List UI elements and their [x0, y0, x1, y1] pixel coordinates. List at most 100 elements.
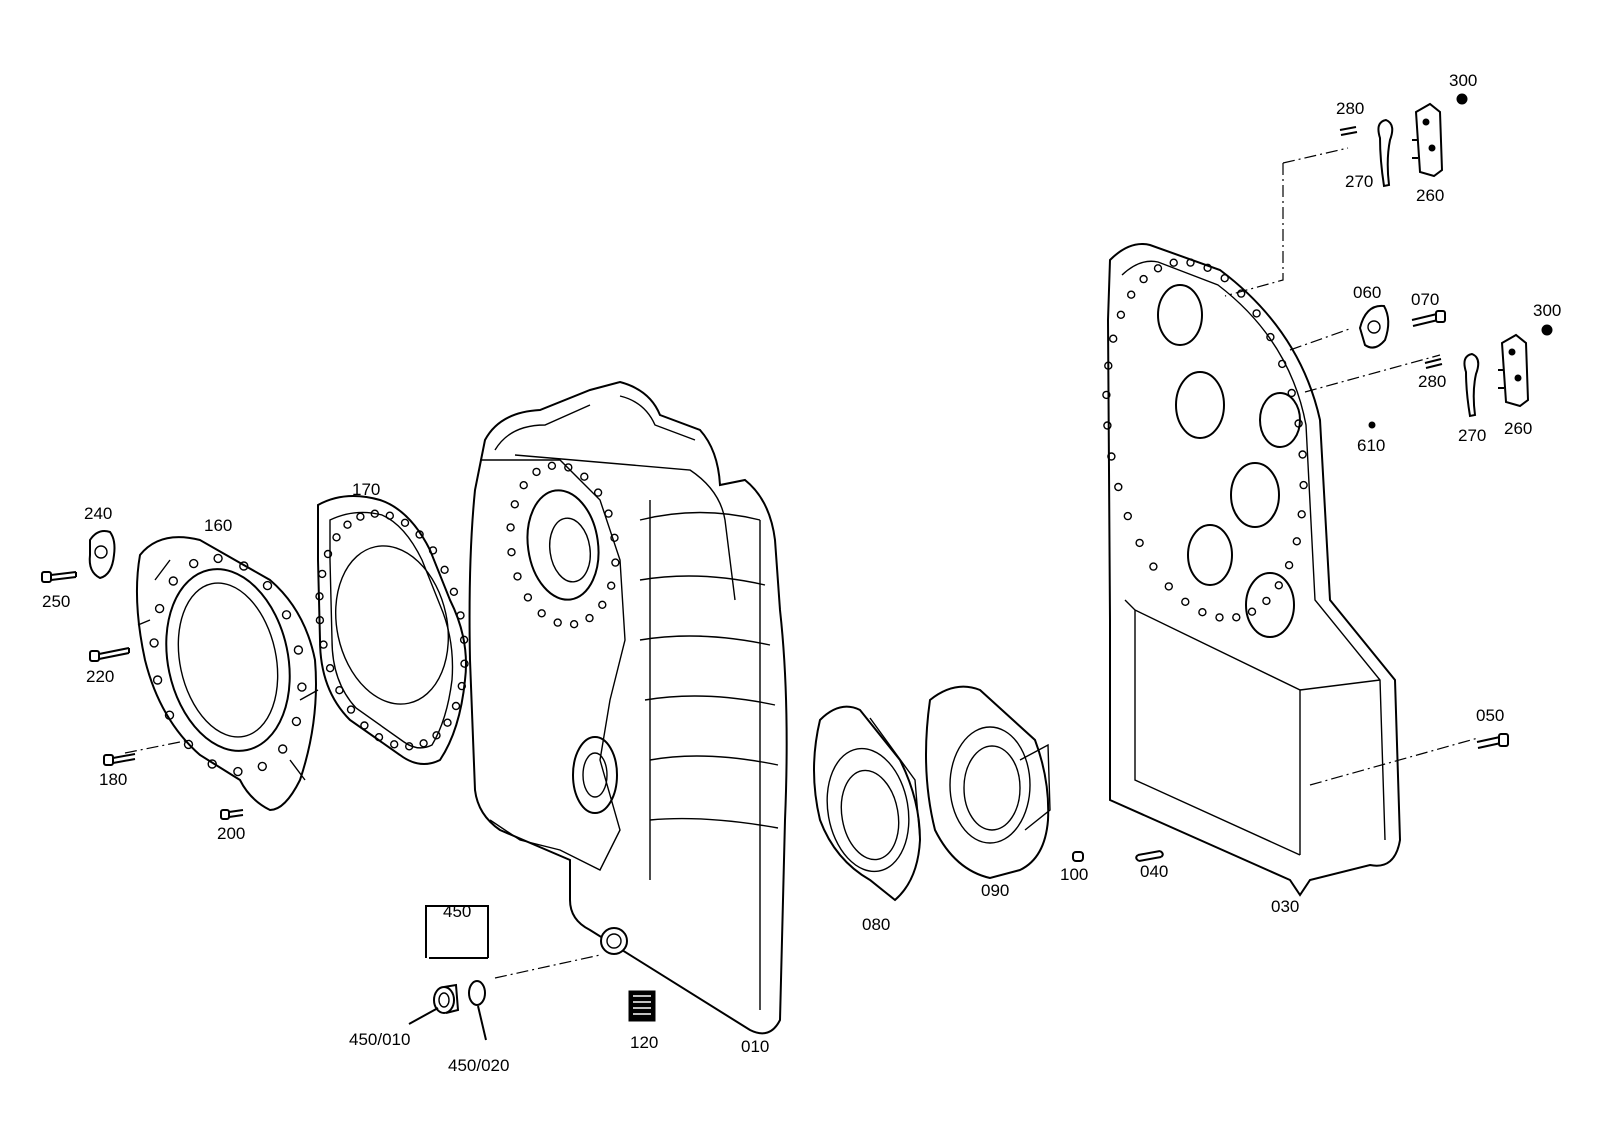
label-260-top: 260 [1416, 186, 1445, 205]
bolt-hole [390, 740, 399, 749]
label-160: 160 [204, 516, 233, 535]
bolt-hole [432, 731, 441, 740]
bolt-hole [537, 609, 546, 618]
bolt-hole [405, 742, 414, 751]
bolt-hole [569, 620, 579, 629]
bolt-hole [1135, 538, 1144, 548]
bolt-hole [281, 610, 292, 620]
gasket-170 [315, 495, 469, 765]
cover-160 [135, 536, 319, 812]
label-450-020: 450/020 [448, 1056, 510, 1075]
bolt-hole [168, 576, 179, 586]
bolt-hole [257, 761, 267, 772]
bolt-hole [400, 518, 410, 527]
bolt-hole [291, 716, 302, 727]
shield-080 [813, 705, 922, 902]
bolt-hole [1107, 452, 1116, 461]
label-260-bottom: 260 [1504, 419, 1533, 438]
nut-300-bottom [1541, 324, 1553, 336]
bolt-hole [1299, 480, 1308, 490]
valve-block-260-top [1412, 102, 1444, 178]
bolt-hole [457, 681, 466, 691]
bolt-hole [1116, 310, 1126, 319]
pin-280-top [1339, 126, 1358, 136]
label-080: 080 [862, 915, 891, 934]
bolt-hole [1153, 264, 1163, 273]
bolt-hole [207, 759, 217, 769]
label-090: 090 [981, 881, 1010, 900]
label-030: 030 [1271, 897, 1300, 916]
bolt-hole [604, 509, 613, 518]
bolt-hole [323, 549, 333, 559]
plate-060 [1358, 304, 1390, 349]
bolt-hole [152, 675, 163, 685]
bolt-hole [1164, 582, 1174, 591]
label-280-top: 280 [1336, 99, 1365, 118]
label-120: 120 [630, 1033, 659, 1052]
label-070: 070 [1411, 290, 1440, 309]
bolt-hole [315, 616, 325, 625]
label-610: 610 [1357, 436, 1386, 455]
bolt-hole [1103, 421, 1112, 430]
bolt-hole [456, 611, 465, 620]
bolt-hole [343, 520, 352, 529]
label-050: 050 [1476, 706, 1505, 725]
bolt-hole [415, 530, 424, 539]
gasket-270-top [1377, 118, 1394, 188]
bolt-hole [293, 645, 304, 655]
bolt-hole [1203, 263, 1212, 272]
bolt-hole [297, 682, 307, 692]
label-170: 170 [352, 480, 381, 499]
bolt-hole [335, 686, 344, 695]
bolt-hole [1169, 258, 1178, 267]
leader-lines [408, 905, 489, 1041]
bolt-hole [449, 587, 459, 596]
bolt-hole [459, 635, 469, 644]
label-270-bottom: 270 [1458, 426, 1487, 445]
bolt-hole [1149, 562, 1158, 571]
bolt-hole [513, 572, 522, 581]
bolt-050 [1476, 733, 1509, 749]
bolt-hole [188, 558, 199, 569]
label-450: 450 [443, 902, 472, 921]
bolt-250 [41, 571, 77, 583]
bolt-hole [278, 744, 288, 754]
bolt-hole [356, 512, 365, 521]
bolt-hole [1298, 450, 1307, 459]
bolt-hole [507, 548, 516, 557]
label-450-010: 450/010 [349, 1030, 411, 1049]
bolt-hole [149, 638, 159, 648]
bolt-hole [1104, 361, 1113, 370]
bolt-hole [611, 558, 620, 567]
bolt-hole [1262, 596, 1271, 606]
plug-100 [1072, 851, 1084, 862]
bolt-hole [1294, 419, 1303, 428]
assembly-lines [124, 147, 1479, 979]
bolt-070 [1411, 310, 1446, 327]
bolt-hole [532, 467, 541, 477]
bolt-hole [607, 581, 616, 590]
bolt-hole [346, 705, 356, 714]
bolt-hole [360, 721, 369, 730]
bolt-hole [1220, 274, 1229, 283]
bolt-hole [1181, 597, 1190, 606]
label-060: 060 [1353, 283, 1382, 302]
bolt-hole [233, 766, 243, 777]
valve-block-260-bottom [1498, 333, 1530, 408]
label-280-bottom: 280 [1418, 372, 1447, 391]
bolt-hole [164, 710, 175, 720]
bolt-hole [1247, 607, 1257, 616]
bolt-hole [319, 640, 328, 649]
pin-280-bottom [1424, 358, 1443, 369]
label-010: 010 [741, 1037, 770, 1056]
bolt-hole [598, 600, 607, 609]
bolt-hole [183, 739, 194, 750]
housing-030 [1102, 243, 1402, 897]
bolt-hole [154, 603, 165, 614]
bolt-hole [580, 472, 589, 481]
bolt-hole [419, 739, 428, 748]
bolt-hole [318, 569, 327, 579]
label-040: 040 [1140, 862, 1169, 881]
